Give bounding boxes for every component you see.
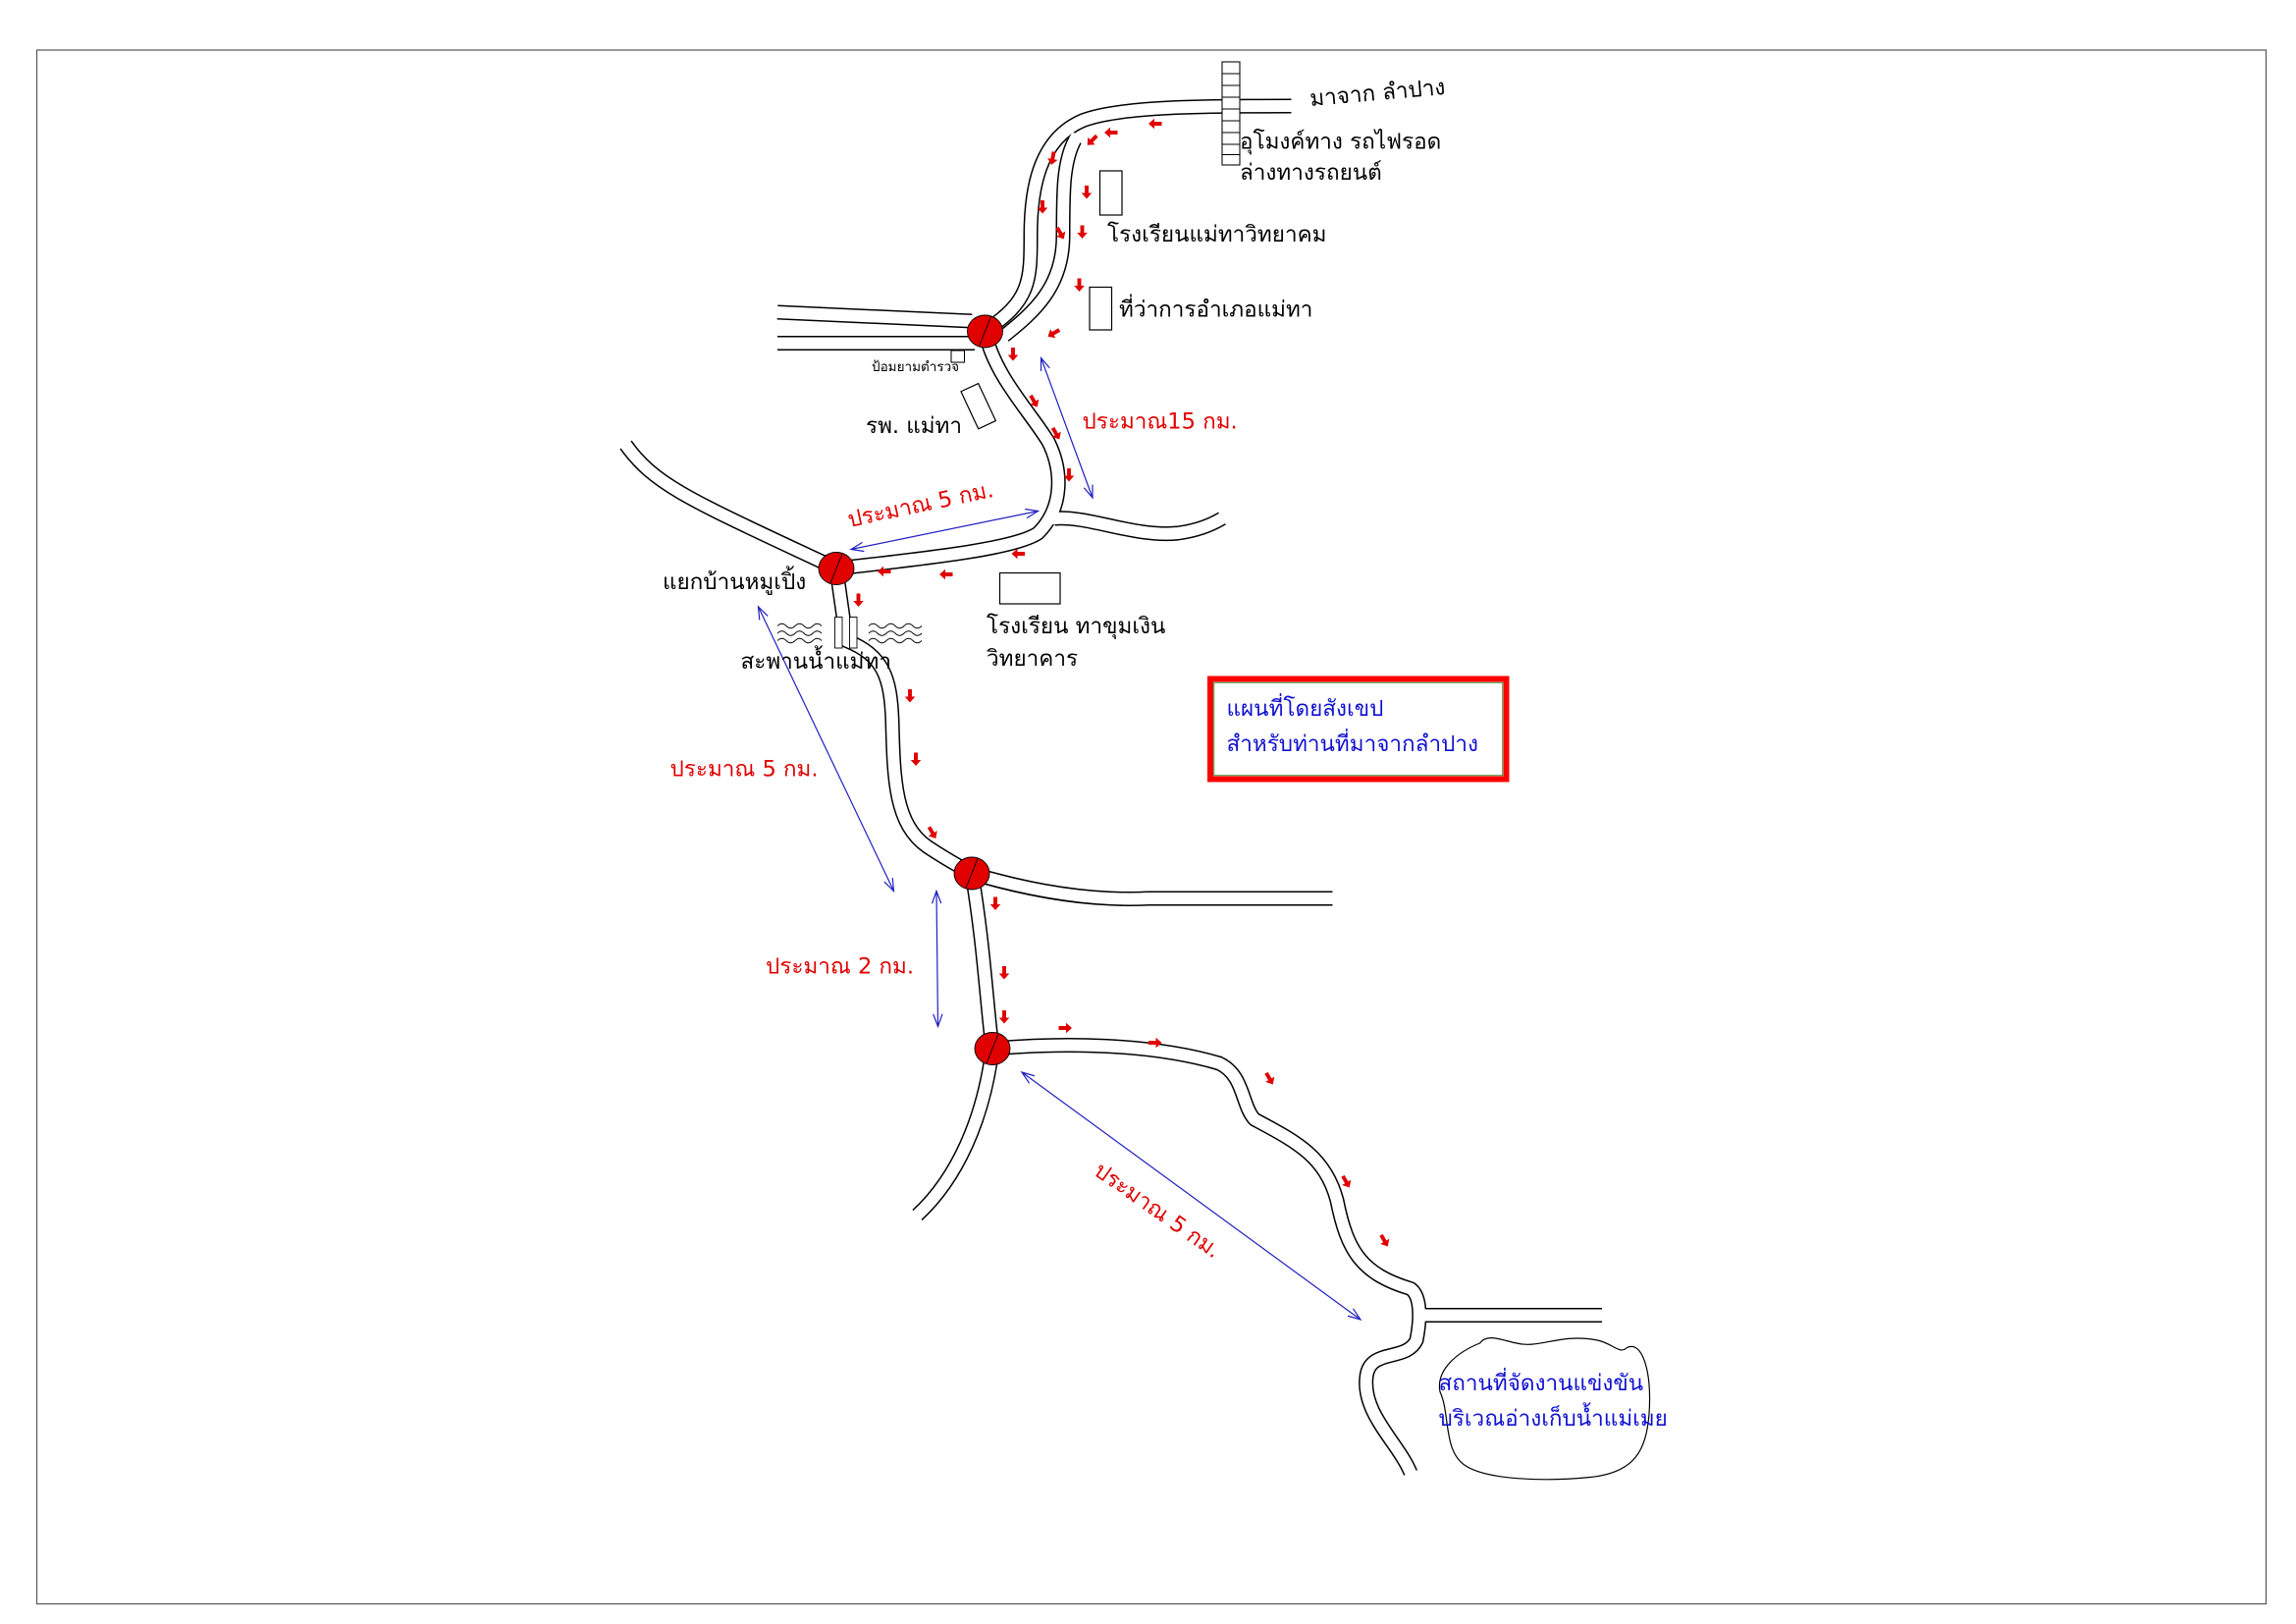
- arrowhead-icon: [1020, 1070, 1036, 1084]
- route-arrow-icon: [1007, 348, 1019, 361]
- distance-line: [757, 606, 895, 892]
- arrowhead-icon: [933, 1013, 943, 1029]
- junctions: [818, 314, 1011, 1065]
- route-arrow-icon: [1058, 1022, 1072, 1034]
- route-arrow-icon: [1063, 468, 1075, 482]
- route-arrow-icon: [998, 1010, 1010, 1024]
- route-arrow-icon: [910, 752, 922, 766]
- route-arrow-icon: [1055, 226, 1066, 240]
- label-school-maetha: โรงเรียนแม่ทาวิทยาคม: [1107, 221, 1326, 247]
- route-arrow-icon: [1148, 1037, 1162, 1049]
- arrowhead-icon: [849, 541, 865, 553]
- road-fill: [829, 562, 981, 882]
- label-hospital: รพ. แม่ทา: [866, 413, 962, 439]
- route-arrow-icon: [927, 826, 937, 839]
- arrowhead-icon: [1347, 1308, 1362, 1322]
- arrowhead-icon: [883, 878, 895, 893]
- label-tunnel-2: ล่างทางรถยนต์: [1240, 159, 1382, 186]
- label-police-box: ป้อมยามตำรวจ: [872, 359, 959, 375]
- route-arrow-icon: [939, 568, 953, 580]
- junction-divider: [986, 1033, 999, 1064]
- label-bridge: สะพานน้ำแม่ทา: [741, 645, 891, 675]
- destination-line-2: บริเวณอ่างเก็บน้ำแม่เมย: [1439, 1402, 1668, 1432]
- route-arrow-icon: [1341, 1174, 1352, 1188]
- railway-tunnel: [1221, 61, 1241, 166]
- road-fill: [829, 324, 1065, 575]
- label-school-thakhum-1: โรงเรียน ทาขุมเงิน: [987, 613, 1165, 639]
- route-arrow-icon: [1011, 548, 1025, 560]
- route-arrow-icon: [1037, 200, 1048, 214]
- map-frame: [35, 49, 2268, 1605]
- reservoir-lake: [1438, 1336, 1651, 1481]
- arrowhead-icon: [1083, 484, 1094, 500]
- distance-label-5km-c: ประมาณ 5 กม.: [1090, 1158, 1226, 1264]
- route-arrow-icon: [1081, 186, 1093, 199]
- distance-label-5km-b: ประมาณ 5 กม.: [670, 757, 819, 783]
- police-box-building: [950, 350, 966, 363]
- route-arrow-icon: [1050, 426, 1061, 440]
- school-maetha-building: [1098, 170, 1123, 216]
- road-fill: [965, 866, 999, 1056]
- road: [912, 1048, 1000, 1221]
- legend-line-2: สำหรับท่านที่มาจากลำปาง: [1227, 728, 1478, 757]
- hospital-building: [960, 382, 997, 430]
- label-junction-mupeung: แยกบ้านหมูเปิ้ง: [663, 566, 806, 595]
- route-arrow-icon: [1379, 1233, 1390, 1247]
- label-from-lampang: มาจาก ลำปาง: [1308, 75, 1446, 112]
- route-arrow-icon: [1047, 151, 1058, 165]
- district-office-building: [1089, 286, 1113, 331]
- distance-line: [935, 891, 939, 1027]
- arrowhead-icon: [757, 605, 769, 621]
- route-arrow-icon: [1074, 278, 1085, 292]
- roads: [617, 98, 1608, 1481]
- route-arrow-icon: [1077, 225, 1088, 239]
- distance-line: [1021, 1071, 1362, 1321]
- road-fill: [964, 866, 1339, 905]
- label-tunnel-1: อุโมงค์ทาง รถไฟรอด: [1240, 129, 1441, 155]
- route-arrow-icon: [1087, 134, 1098, 145]
- route-arrow-icon: [1104, 127, 1118, 138]
- road-fill: [975, 99, 1298, 340]
- distance-label-15km: ประมาณ15 กม.: [1083, 409, 1238, 435]
- route-arrows: [853, 118, 1390, 1247]
- route-arrow-icon: [853, 593, 864, 607]
- distance-line: [850, 510, 1039, 551]
- road-fill: [909, 1042, 999, 1223]
- road-fill: [986, 1039, 1425, 1481]
- road-fill: [617, 436, 844, 576]
- distance-lines: [757, 355, 1362, 1322]
- school-thakhum-building: [998, 571, 1061, 605]
- road-fill: [771, 305, 979, 328]
- distance-line: [1040, 357, 1094, 499]
- route-arrow-icon: [1029, 394, 1040, 407]
- distance-label-2km: ประมาณ 2 กม.: [766, 954, 914, 980]
- destination-line-1: สถานที่จัดงานแข่งขัน: [1439, 1367, 1644, 1396]
- route-arrow-icon: [878, 566, 891, 577]
- label-district-office: ที่ว่าการอำเภอแม่ทา: [1119, 294, 1312, 323]
- arrowhead-icon: [1040, 355, 1050, 372]
- route-arrow-icon: [989, 896, 1001, 910]
- route-arrow-icon: [1047, 328, 1061, 339]
- route-arrow-icon: [998, 966, 1010, 980]
- route-arrow-icon: [904, 689, 916, 703]
- junction-divider: [965, 858, 979, 889]
- junction-divider: [979, 316, 991, 347]
- junction-divider: [829, 553, 843, 584]
- bridge-icon: [776, 617, 923, 649]
- arrowhead-icon: [1025, 508, 1041, 519]
- arrowhead-icon: [931, 889, 942, 904]
- route-arrow-icon: [1264, 1071, 1275, 1085]
- legend-box: แผนที่โดยสังเขป สำหรับท่านที่มาจากลำปาง: [1207, 676, 1510, 783]
- label-school-thakhum-2: วิทยาคาร: [987, 646, 1078, 672]
- legend-line-1: แผนที่โดยสังเขป: [1227, 692, 1384, 722]
- road-fill: [1047, 510, 1231, 540]
- route-arrow-icon: [1148, 118, 1162, 130]
